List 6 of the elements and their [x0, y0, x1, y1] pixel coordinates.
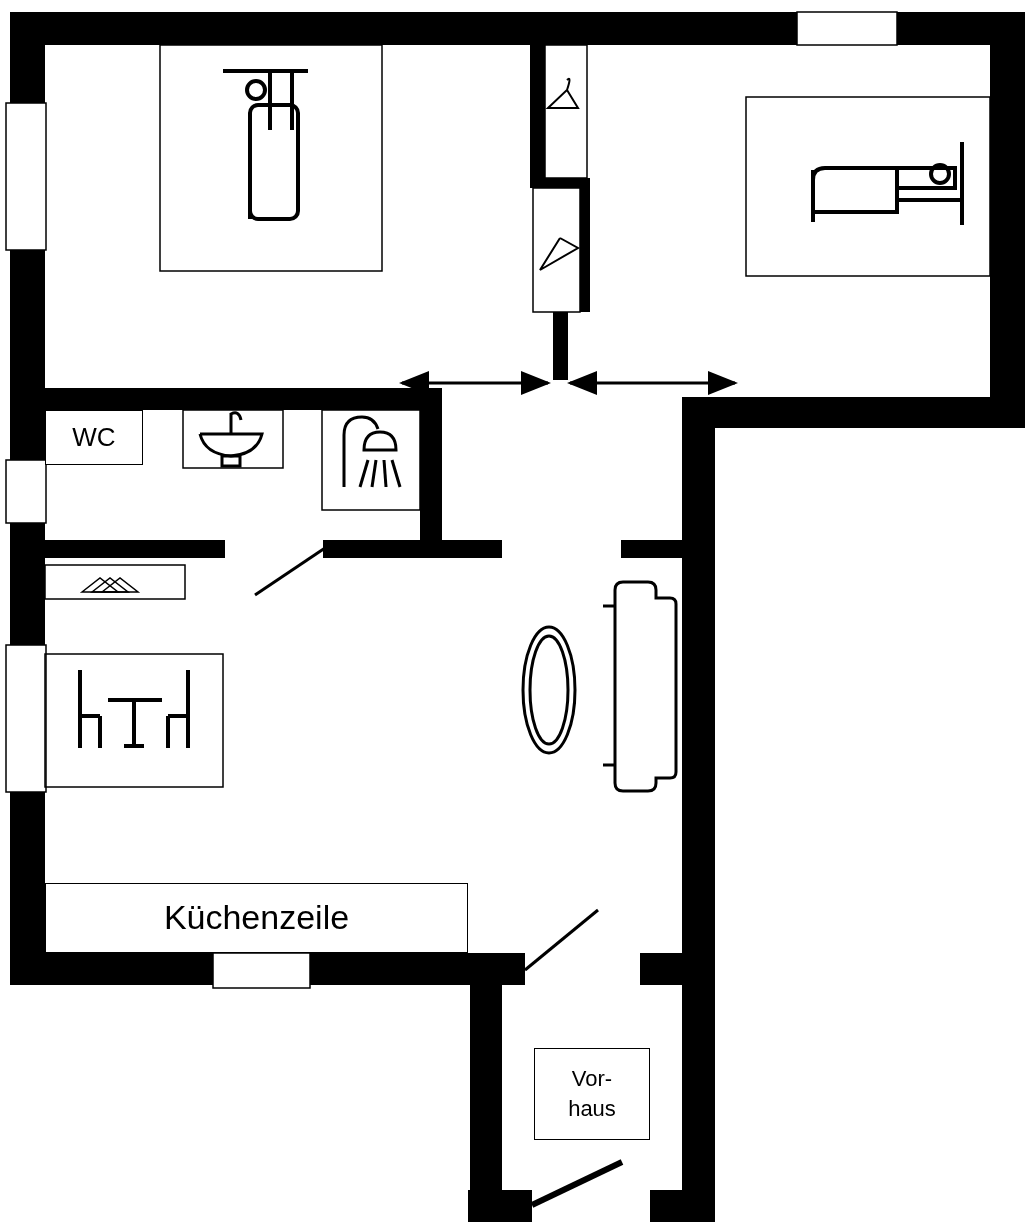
room-label: Vor- haus	[567, 1065, 617, 1123]
room-label: WC	[72, 420, 116, 454]
counter-box	[45, 410, 143, 465]
room-label: Küchenzeile	[163, 897, 350, 939]
counter-box	[534, 1048, 650, 1140]
counter-box	[45, 883, 468, 953]
